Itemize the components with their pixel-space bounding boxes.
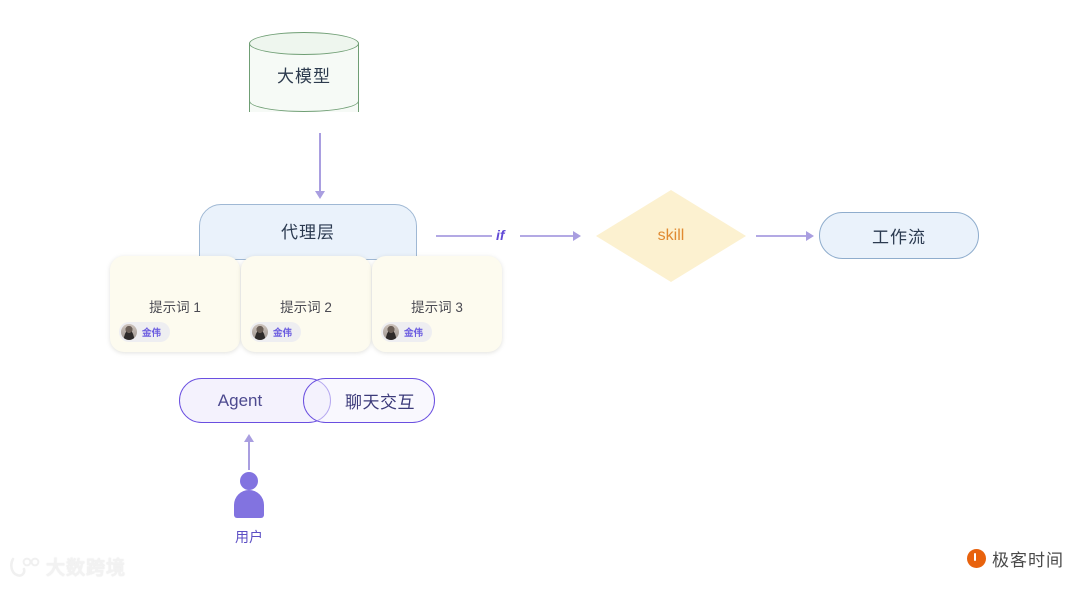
user-avatar-icon — [252, 324, 268, 340]
dashukuajing-logo-icon — [10, 556, 40, 578]
node-agent-layer-label: 代理层 — [281, 223, 335, 242]
node-agent-label: Agent — [217, 390, 263, 410]
person-icon[interactable] — [233, 472, 265, 518]
edge-llm-to-agent-layer-arrowhead — [315, 191, 325, 199]
prompt-card-title: 提示词 2 — [280, 300, 332, 315]
prompt-card[interactable]: 提示词 2 金伟 — [241, 256, 371, 352]
node-llm-label: 大模型 — [277, 67, 331, 86]
edge-if-line-right — [520, 235, 575, 237]
node-agent-chat-group: Agent 聊天交互 — [179, 378, 435, 423]
node-chat[interactable]: 聊天交互 — [303, 378, 435, 423]
cylinder-top-ellipse — [249, 32, 359, 55]
prompt-card-author-name: 金伟 — [142, 328, 162, 339]
edge-skill-to-workflow-arrowhead — [806, 231, 814, 241]
prompt-card-title: 提示词 3 — [411, 300, 463, 315]
prompt-card-author-chip[interactable]: 金伟 — [119, 322, 171, 342]
edge-user-to-agent-line — [248, 440, 250, 470]
edge-skill-to-workflow-line — [756, 235, 808, 237]
node-agent-layer[interactable]: 代理层 — [199, 204, 417, 260]
prompt-card[interactable]: 提示词 1 金伟 — [110, 256, 240, 352]
edge-llm-to-agent-layer-line — [319, 133, 321, 193]
watermark-geektime: 极客时间 — [967, 546, 1064, 571]
person-body — [234, 490, 264, 518]
diamond-shape — [596, 190, 746, 282]
node-llm[interactable]: 大模型 — [249, 32, 361, 124]
person-head — [240, 472, 258, 490]
node-skill-label: skill — [657, 227, 685, 244]
prompt-card[interactable]: 提示词 3 金伟 — [372, 256, 502, 352]
prompt-card-author-chip[interactable]: 金伟 — [381, 322, 433, 342]
prompt-card-author-chip[interactable]: 金伟 — [250, 322, 302, 342]
prompt-card-author-name: 金伟 — [273, 328, 293, 339]
prompt-card-author-name: 金伟 — [404, 328, 424, 339]
node-skill[interactable]: skill — [595, 189, 747, 283]
watermark-geektime-text: 极客时间 — [992, 551, 1064, 570]
node-user-label: 用户 — [235, 529, 263, 545]
node-workflow[interactable]: 工作流 — [819, 212, 979, 259]
geektime-logo-icon — [967, 549, 986, 568]
prompt-card-title: 提示词 1 — [149, 300, 201, 315]
cylinder-bottom — [249, 90, 359, 112]
watermark-dashukuajing-text: 大数跨境 — [46, 558, 127, 579]
edge-if-line-left — [436, 235, 492, 237]
edge-if-arrowhead — [573, 231, 581, 241]
node-chat-label: 聊天交互 — [345, 393, 415, 412]
node-workflow-label: 工作流 — [872, 228, 926, 247]
edge-user-to-agent-arrowhead — [244, 434, 254, 442]
watermark-dashukuajing: 大数跨境 — [10, 553, 126, 580]
user-avatar-icon — [121, 324, 137, 340]
user-avatar-icon — [383, 324, 399, 340]
edge-if-label: if — [496, 227, 505, 243]
